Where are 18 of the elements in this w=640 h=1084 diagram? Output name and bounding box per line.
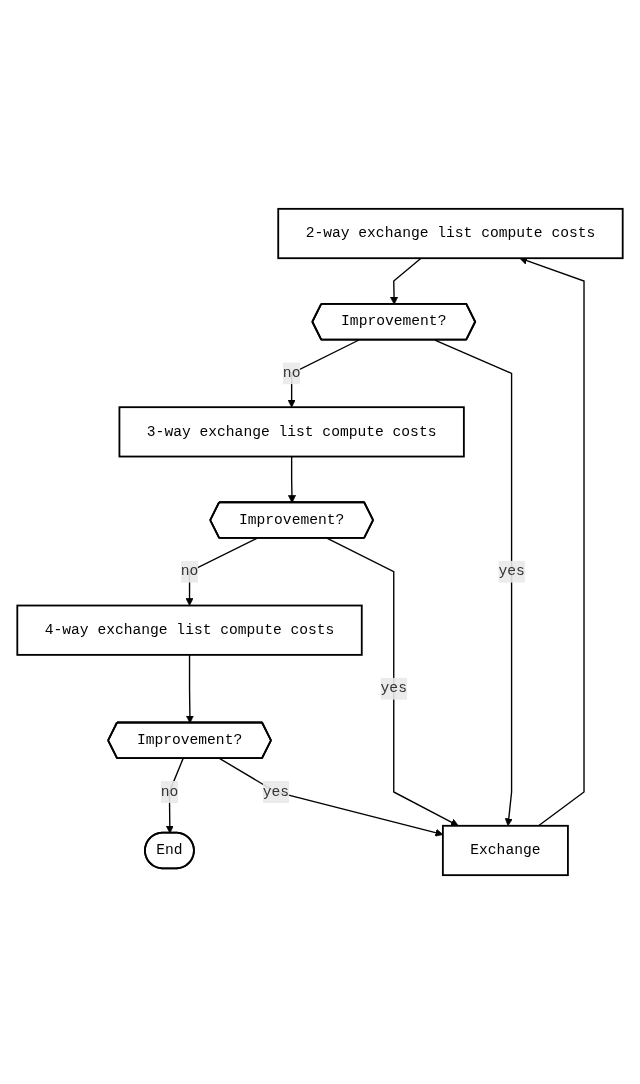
node-box: 4-way exchange list compute costs: [16, 604, 363, 656]
edge-label: no: [160, 783, 179, 801]
edge-label: yes: [498, 563, 525, 580]
arrow: [326, 537, 459, 827]
arrow: [434, 339, 513, 827]
edge-label: yes: [380, 680, 407, 697]
edge-label: no: [180, 563, 199, 580]
edge-label: yes: [262, 783, 290, 801]
arrow: [287, 455, 296, 504]
arrow: [390, 257, 422, 305]
arrow: [287, 339, 360, 408]
node-box: 3-way exchange list compute costs: [118, 406, 465, 458]
arrow: [165, 757, 184, 834]
edge-label: no: [282, 365, 301, 382]
arrow: [185, 654, 194, 724]
node-box: 2-way exchange list compute costs: [277, 207, 624, 260]
arrow: [185, 537, 258, 606]
node-box: Exchange: [441, 824, 569, 877]
